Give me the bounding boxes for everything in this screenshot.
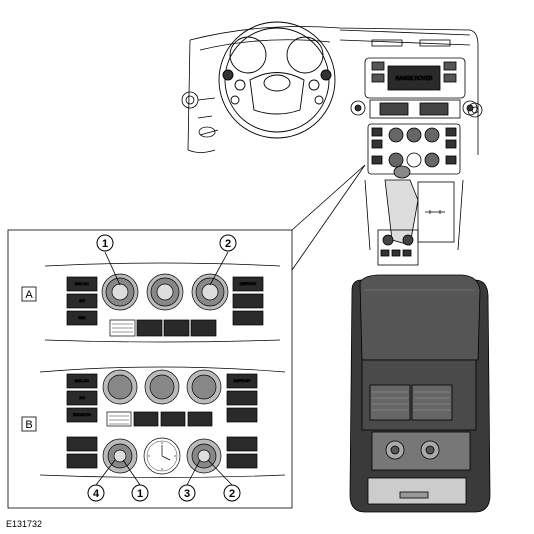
center-stack: RANGE ROVER (350, 57, 478, 266)
svg-text:A/C: A/C (79, 299, 85, 303)
callout-a-1: 1 (102, 238, 108, 250)
callout-b-4: 4 (87, 484, 105, 502)
section-a-label: A (21, 286, 37, 302)
figure-id: E131732 (6, 519, 42, 529)
svg-text:DEFROST: DEFROST (234, 379, 252, 383)
climate-panel-b: MAX A/C A/C REC/AUTO DEFROST (39, 366, 286, 478)
svg-text:2: 2 (229, 488, 235, 500)
dashboard-illustration (181, 26, 483, 155)
inset-frame (7, 164, 366, 509)
callouts-panel-a: 1 2 (96, 234, 237, 286)
callout-b-1: 1 (131, 484, 149, 502)
callout-b-3: 3 (178, 484, 196, 502)
svg-text:1: 1 (137, 488, 143, 500)
svg-text:4: 4 (93, 488, 100, 500)
svg-text:REC/AUTO: REC/AUTO (73, 413, 91, 417)
svg-text:A: A (25, 289, 33, 301)
callout-b-2: 2 (223, 484, 241, 502)
svg-text:B: B (25, 419, 32, 431)
svg-text:A/C: A/C (79, 396, 85, 400)
knob-a-center[interactable] (146, 273, 184, 311)
knob-b-bottom-left[interactable] (102, 438, 138, 474)
steering-wheel (218, 21, 336, 139)
svg-text:MAX A/C: MAX A/C (75, 282, 90, 286)
callout-a-2: 2 (225, 238, 231, 250)
svg-text:3: 3 (184, 488, 190, 500)
svg-text:MAX A/C: MAX A/C (75, 379, 90, 383)
display-screen-text: RANGE ROVER (396, 76, 433, 82)
knob-a-right[interactable] (191, 273, 229, 311)
svg-text:DEFROST: DEFROST (240, 282, 258, 286)
climate-panel-a: MAX A/C A/C REC DEFROST (44, 262, 281, 343)
section-b-label: B (21, 416, 37, 432)
clock-icon (143, 437, 181, 475)
rear-console (349, 274, 491, 513)
svg-text:REC: REC (78, 316, 86, 320)
callouts-panel-b (95, 459, 233, 486)
knob-a-left[interactable] (101, 273, 139, 311)
